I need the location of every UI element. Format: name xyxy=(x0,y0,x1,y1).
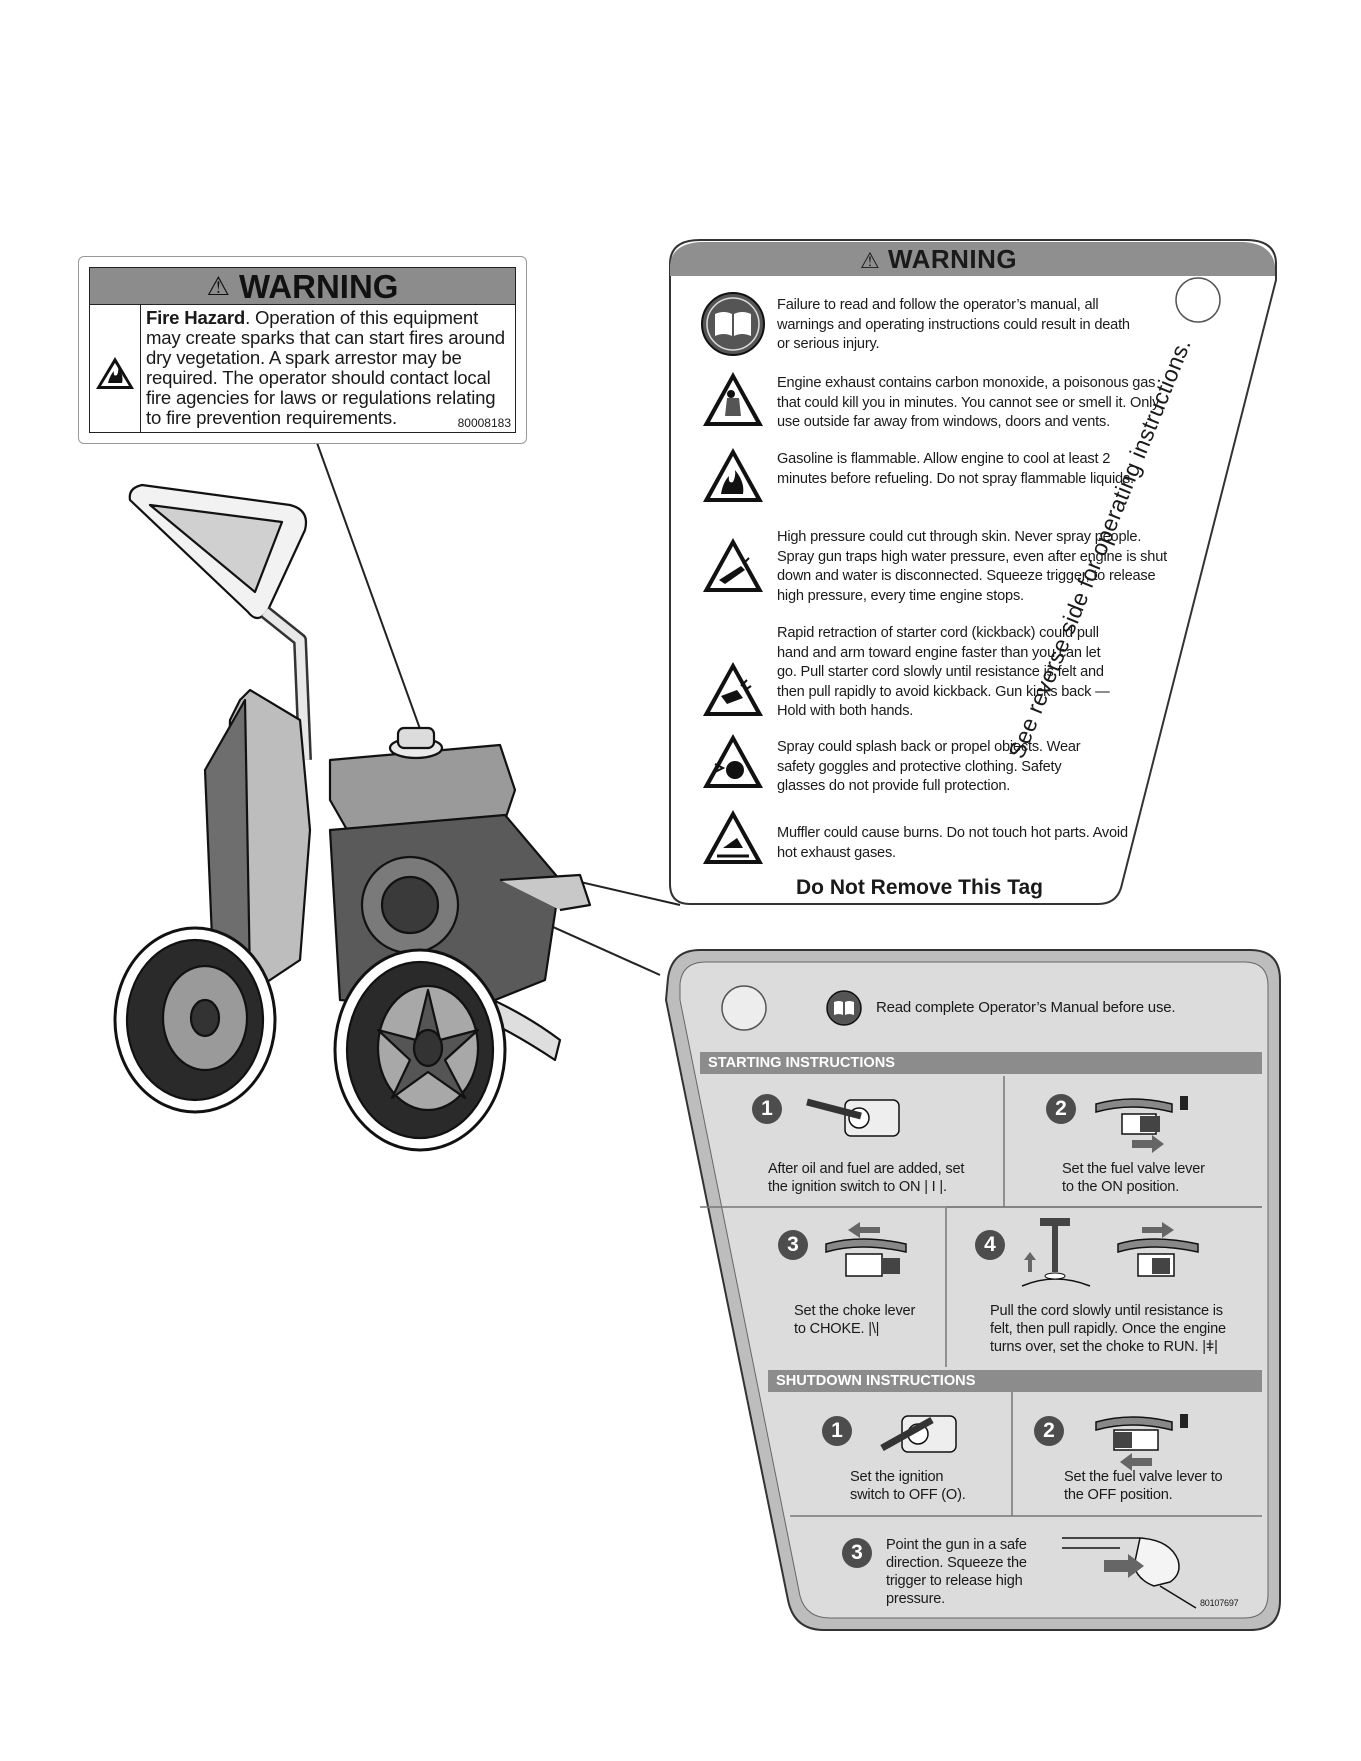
warning-item: Failure to read and follow the operator’… xyxy=(777,297,1130,352)
step-number: 2 xyxy=(1034,1416,1064,1446)
ignition-switch-off-icon xyxy=(880,1415,957,1453)
manual-book-icon xyxy=(701,292,765,356)
high-pressure-injection-icon xyxy=(703,538,763,592)
warning-item: Spray could splash back or propel object… xyxy=(777,739,1081,794)
start-step-4-text: Pull the cord slowly until resistance is… xyxy=(990,1303,1226,1355)
fire-hazard-label: ⚠ WARNING Fire Hazard. Operation of this… xyxy=(78,256,527,444)
start-step-2-text: Set the fuel valve lever to the ON posit… xyxy=(1062,1161,1205,1195)
warning-triangle-icon: ⚠ xyxy=(860,248,881,273)
spray-gun-trigger-icon xyxy=(1062,1537,1197,1609)
start-step-3-text: Set the choke lever to CHOKE. |\| xyxy=(794,1303,916,1337)
starting-instructions-bar: STARTING INSTRUCTIONS xyxy=(700,1052,1262,1074)
fire-label-header: ⚠ WARNING xyxy=(90,268,515,305)
eye-protection-icon xyxy=(703,734,763,788)
manual-book-icon xyxy=(826,990,862,1026)
starter-cord-pull-icon xyxy=(1021,1218,1091,1287)
shutdown-step-1-text: Set the ignition switch to OFF (O). xyxy=(850,1469,966,1503)
warning-item: High pressure could cut through skin. Ne… xyxy=(777,529,1167,604)
step-number: 3 xyxy=(842,1538,872,1568)
shutdown-instructions-bar: SHUTDOWN INSTRUCTIONS xyxy=(768,1370,1262,1392)
fire-icon-cell xyxy=(90,305,141,432)
step-number: 1 xyxy=(752,1094,782,1124)
instruction-tag-code: 80107697 xyxy=(1200,1598,1239,1608)
choke-run-icon xyxy=(1117,1222,1199,1277)
warning-item: Muffler could cause burns. Do not touch … xyxy=(777,825,1128,861)
kickback-warning-icon xyxy=(703,662,763,716)
shutdown-step-3-text: Point the gun in a safe direction. Squee… xyxy=(886,1537,1027,1607)
do-not-remove-label: Do Not Remove This Tag xyxy=(796,876,1043,899)
step-number: 2 xyxy=(1046,1094,1076,1124)
warning-triangle-icon: ⚠ xyxy=(206,271,230,301)
warning-item: Rapid retraction of starter cord (kickba… xyxy=(777,625,1110,719)
warning-tag-title: ⚠ WARNING xyxy=(860,244,1017,275)
fire-label-title: WARNING xyxy=(238,268,399,305)
fuel-valve-off-icon xyxy=(1095,1414,1188,1471)
choke-lever-icon xyxy=(825,1222,907,1277)
step-number: 3 xyxy=(778,1230,808,1260)
fire-label-text: Fire Hazard. Operation of this equipment… xyxy=(146,308,512,428)
fuel-valve-on-icon xyxy=(1095,1096,1188,1153)
ignition-switch-on-icon xyxy=(806,1098,900,1137)
tag-hole xyxy=(1175,277,1221,323)
tag-hole xyxy=(721,985,767,1031)
warning-item: Engine exhaust contains carbon monoxide,… xyxy=(777,375,1160,430)
fire-hazard-icon xyxy=(96,357,134,389)
fire-hazard-lead: Fire Hazard xyxy=(146,307,246,328)
start-step-1-text: After oil and fuel are added, set the ig… xyxy=(768,1161,965,1195)
shutdown-step-2-text: Set the fuel valve lever to the OFF posi… xyxy=(1064,1469,1223,1503)
pressure-washer-illustration xyxy=(113,483,592,1152)
fire-label-code: 80008183 xyxy=(457,416,511,430)
fire-hazard-body: . Operation of this equipment may create… xyxy=(146,307,505,428)
step-number: 1 xyxy=(822,1416,852,1446)
hot-surface-icon xyxy=(703,810,763,864)
step-number: 4 xyxy=(975,1230,1005,1260)
carbon-monoxide-warning-icon xyxy=(703,372,763,426)
warning-item: Gasoline is flammable. Allow engine to c… xyxy=(777,451,1134,487)
warning-tag-title-text: WARNING xyxy=(887,244,1018,274)
warning-tag-outline xyxy=(669,239,1277,905)
manual-note: Read complete Operator’s Manual before u… xyxy=(876,999,1176,1016)
flammable-warning-icon xyxy=(703,448,763,502)
